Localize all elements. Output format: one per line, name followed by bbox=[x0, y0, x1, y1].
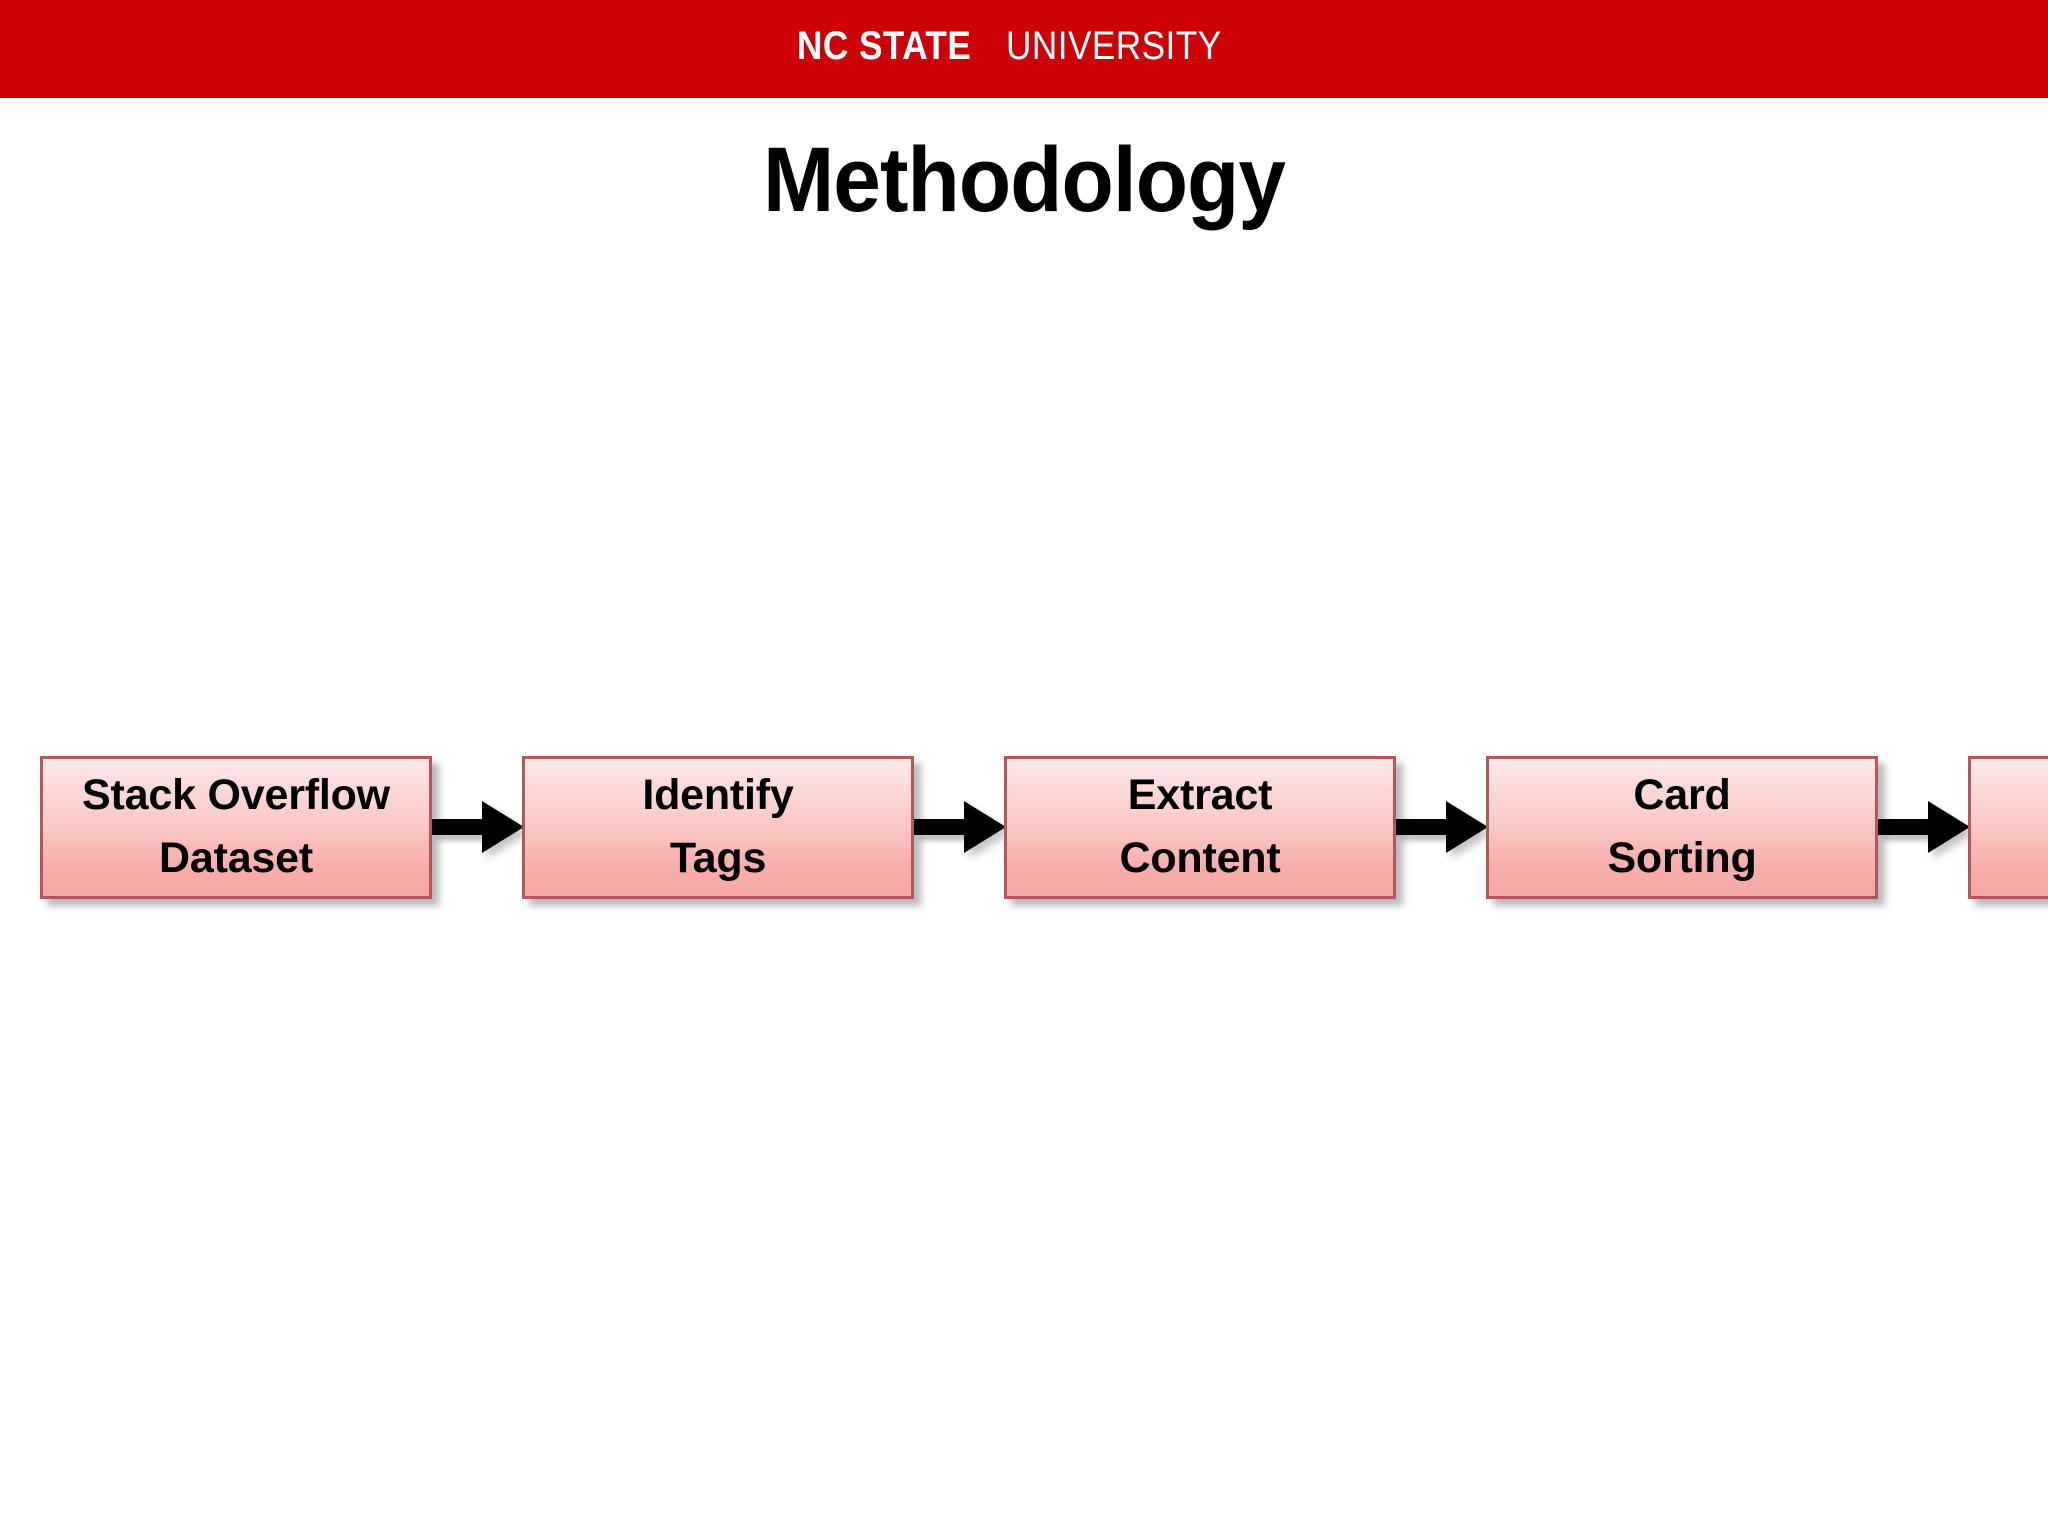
brand-name-primary: NC STATE bbox=[796, 23, 972, 68]
flow-node-stack-overflow-dataset: Stack Overflow Dataset bbox=[40, 755, 432, 899]
flow-node-label-line2: Dataset bbox=[159, 834, 313, 882]
arrow-head bbox=[1928, 801, 1970, 853]
flow-node-label-line2: Content bbox=[1119, 834, 1281, 882]
flow-node-label-line2: Tags bbox=[669, 834, 767, 882]
flow-node-label-line2: Sorting bbox=[1607, 834, 1757, 882]
flow-node-identify-tags: Identify Tags bbox=[522, 755, 914, 899]
flow-node-card-sorting: Card Sorting bbox=[1486, 755, 1878, 899]
flow-node-label-line1: Stack Overflow bbox=[82, 771, 390, 819]
flow-arrow-icon-2 bbox=[914, 799, 1006, 855]
nc-state-university-logo: NC STATE UNIVERSITY bbox=[797, 24, 1251, 69]
flow-arrow-icon-1 bbox=[432, 799, 524, 855]
flow-node-empirical-analysis: Empirical Analysis bbox=[1968, 755, 2048, 899]
page-title: Methodology bbox=[762, 129, 1286, 231]
flow-arrow-icon-4 bbox=[1878, 799, 1970, 855]
flow-arrow-icon-3 bbox=[1396, 799, 1488, 855]
brand-header-bar: NC STATE UNIVERSITY bbox=[0, 0, 2048, 98]
arrow-head bbox=[482, 801, 524, 853]
brand-name-secondary: UNIVERSITY bbox=[1006, 23, 1222, 68]
arrow-shaft bbox=[1396, 819, 1450, 835]
arrow-head bbox=[1446, 801, 1488, 853]
flow-node-extract-content: Extract Content bbox=[1004, 755, 1396, 899]
flow-node-label-line1: Extract bbox=[1127, 771, 1273, 819]
arrow-shaft bbox=[1878, 819, 1932, 835]
flow-node-label-line1: Card bbox=[1633, 771, 1731, 819]
arrow-shaft bbox=[914, 819, 968, 835]
arrow-head bbox=[964, 801, 1006, 853]
methodology-flow-diagram: Stack Overflow Dataset Identify Tags Ext… bbox=[40, 752, 2048, 902]
arrow-shaft bbox=[432, 819, 486, 835]
flow-node-label-line1: Identify bbox=[642, 771, 794, 819]
